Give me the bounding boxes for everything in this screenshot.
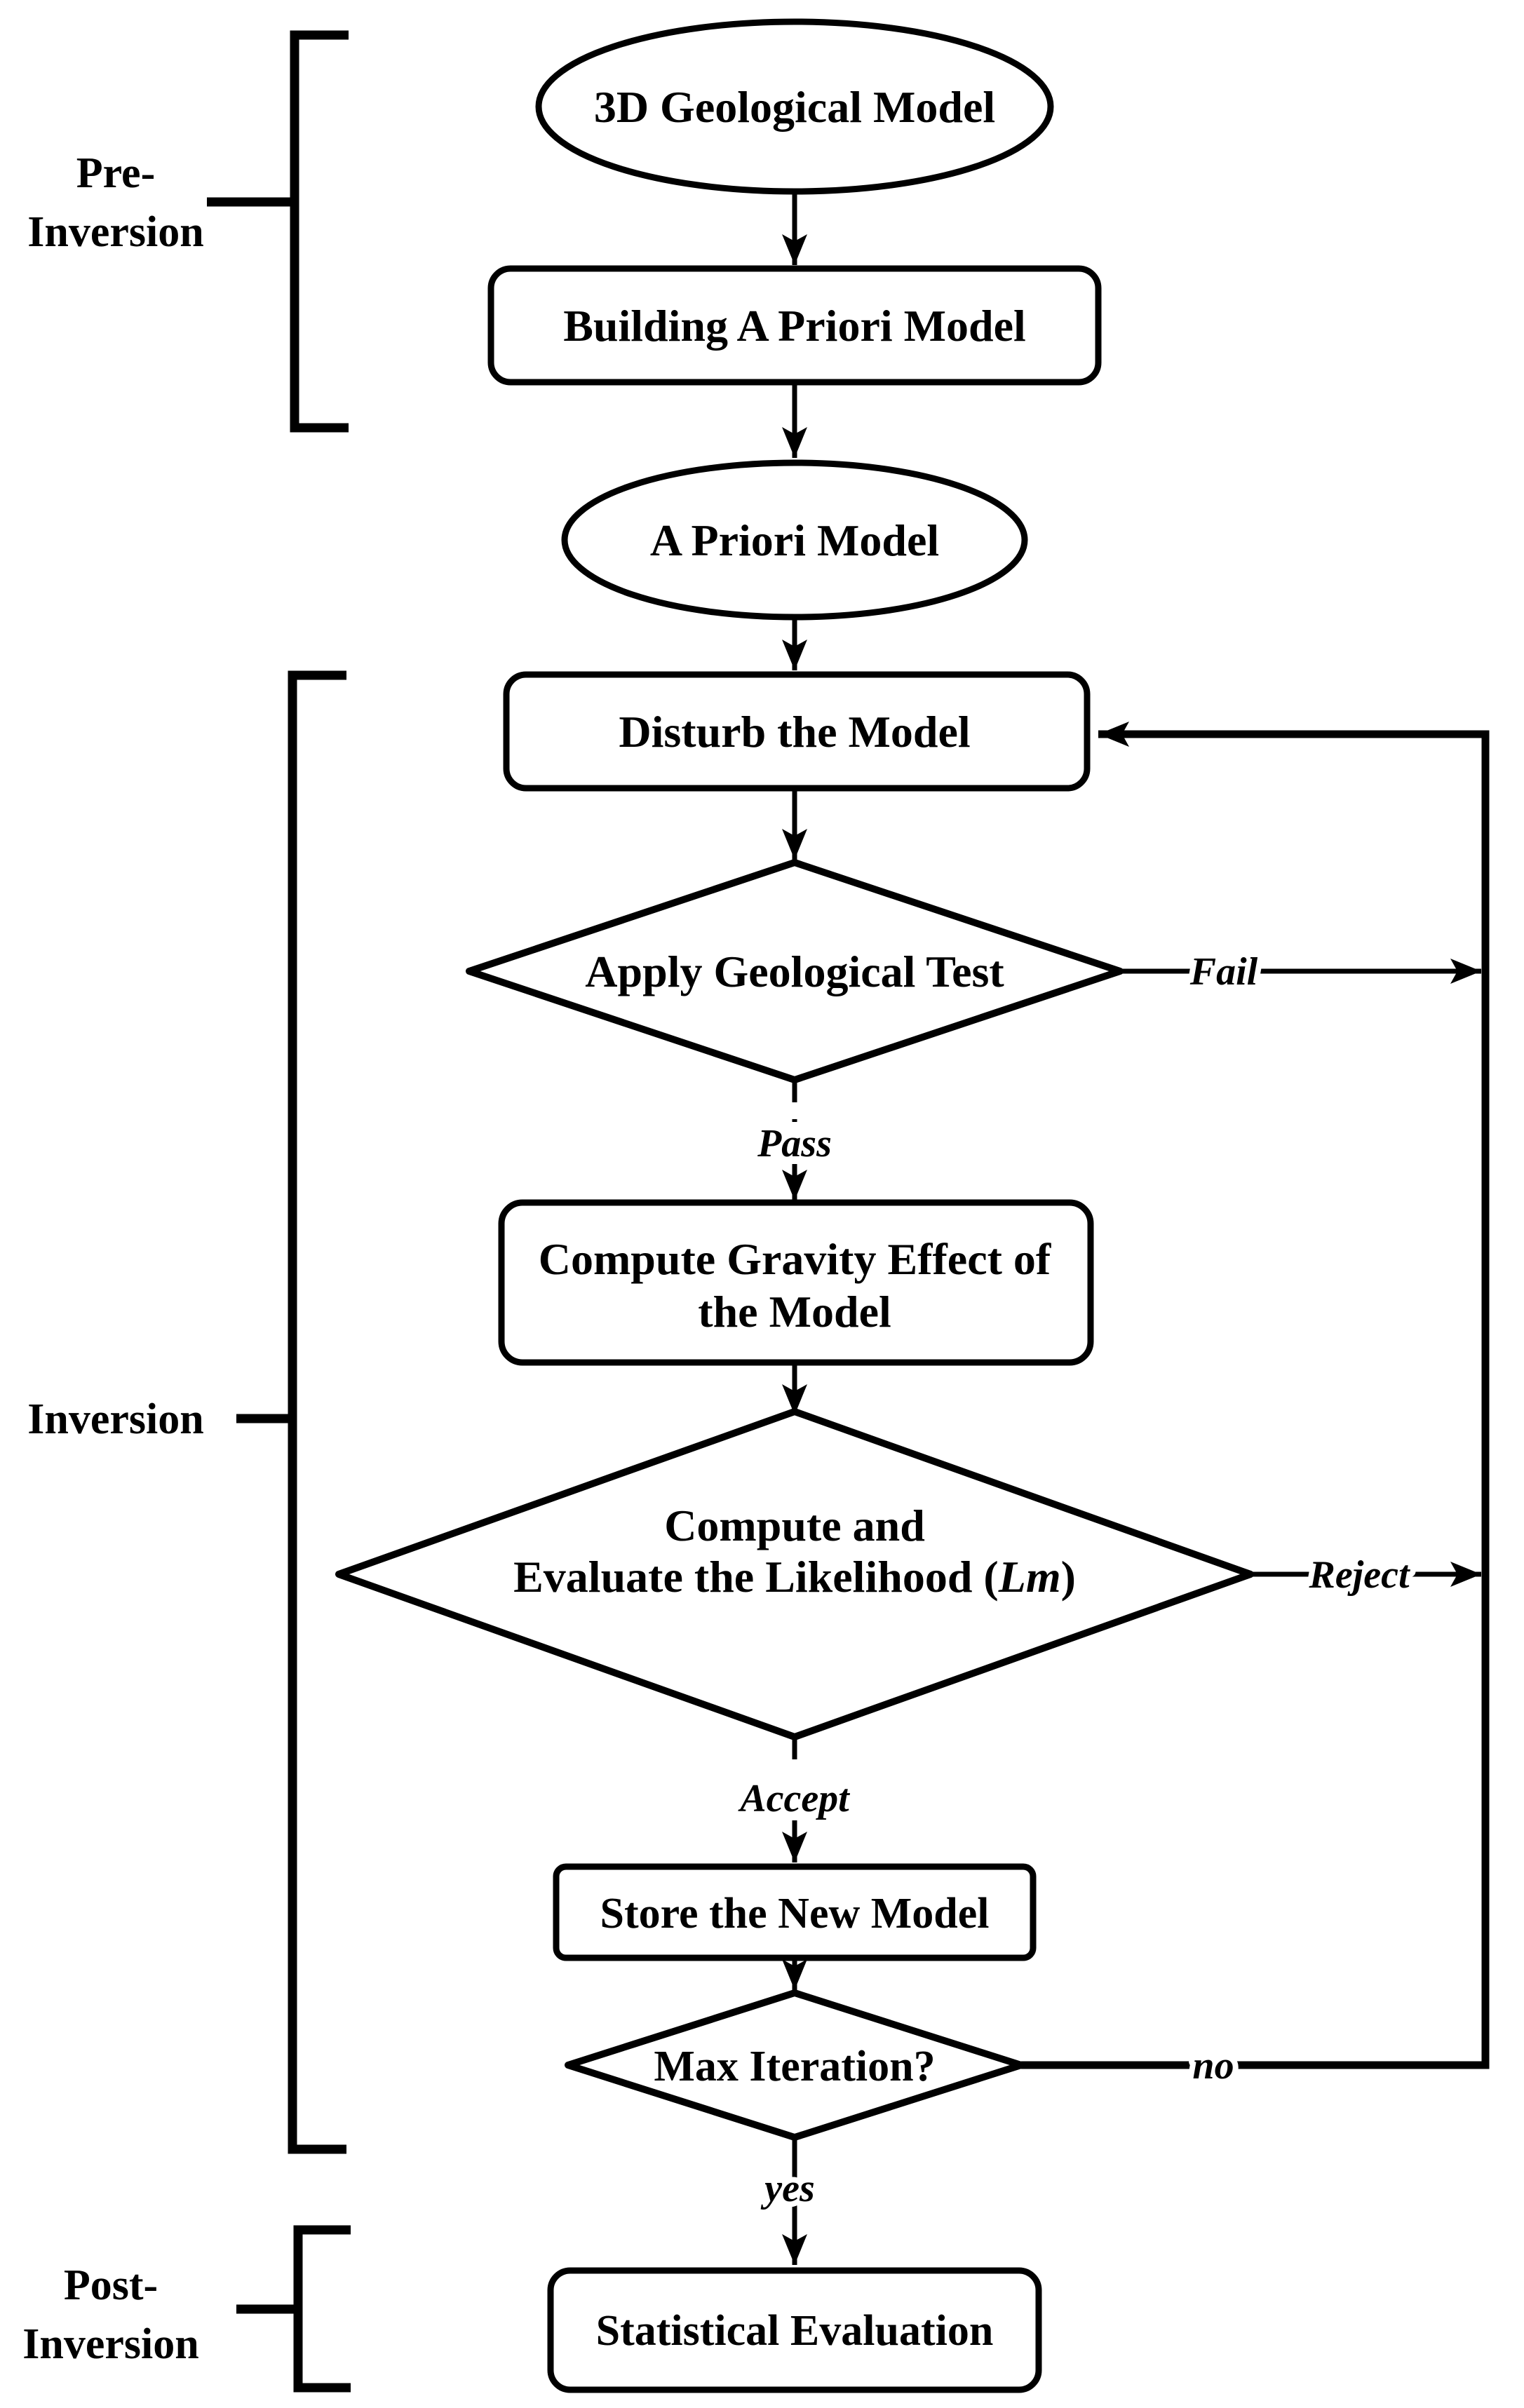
- feedback-rail: [1021, 722, 1490, 2069]
- post-inversion-bracket: [236, 2225, 351, 2393]
- yes-label: yes: [760, 2167, 815, 2210]
- node-apply-geological-test-label: Apply Geological Test: [585, 947, 1004, 996]
- post-inversion-label-line2: Inversion: [22, 2320, 198, 2368]
- pass-label: Pass: [757, 1122, 832, 1165]
- node-max-iteration-label: Max Iteration?: [654, 2043, 935, 2090]
- inversion-bracket: [236, 670, 346, 2154]
- inversion-label: Inversion: [27, 1395, 203, 1443]
- no-label: no: [1192, 2044, 1234, 2088]
- node-statistical-evaluation: [547, 2267, 1042, 2393]
- pre-inversion-label-line1: Pre-: [76, 149, 155, 197]
- node-building-a-priori-model: [487, 265, 1102, 386]
- post-inversion-label-line1: Post-: [64, 2261, 158, 2309]
- node-likelihood-line1: Compute and: [664, 1501, 925, 1550]
- node-apply-geological-test: [466, 859, 1124, 1083]
- node-3d-geological-model: [535, 18, 1054, 195]
- likelihood-line2-close: ): [1061, 1552, 1076, 1602]
- likelihood-line2-variable: Lm: [998, 1552, 1061, 1602]
- node-store-the-new-model-label: Store the New Model: [600, 1890, 989, 1937]
- node-disturb-the-model-label: Disturb the Model: [619, 707, 970, 757]
- node-likelihood-line2: Evaluate the Likelihood (Lm): [513, 1552, 1076, 1602]
- reject-label: Reject: [1308, 1553, 1410, 1597]
- fail-label: Fail: [1189, 950, 1258, 994]
- node-disturb-the-model: [503, 671, 1091, 792]
- node-compute-evaluate-likelihood: [335, 1408, 1254, 1740]
- node-3d-geological-model-label: 3D Geological Model: [594, 82, 995, 132]
- likelihood-line2-text: Evaluate the Likelihood (: [513, 1552, 999, 1602]
- accept-label: Accept: [738, 1777, 850, 1820]
- node-a-priori-model-label: A Priori Model: [650, 515, 939, 565]
- node-max-iteration: [565, 1989, 1025, 2141]
- node-statistical-evaluation-label: Statistical Evaluation: [596, 2307, 994, 2355]
- node-a-priori-model: [561, 459, 1028, 621]
- node-compute-gravity-effect-line2: the Model: [698, 1287, 891, 1337]
- node-compute-gravity-effect-line1: Compute Gravity Effect of: [539, 1234, 1051, 1284]
- node-compute-gravity-effect: [498, 1199, 1094, 1366]
- node-store-the-new-model: [553, 1863, 1037, 1961]
- node-building-a-priori-model-label: Building A Priori Model: [563, 301, 1026, 351]
- pre-inversion-label-line2: Inversion: [27, 208, 203, 256]
- pre-inversion-bracket: [207, 30, 349, 433]
